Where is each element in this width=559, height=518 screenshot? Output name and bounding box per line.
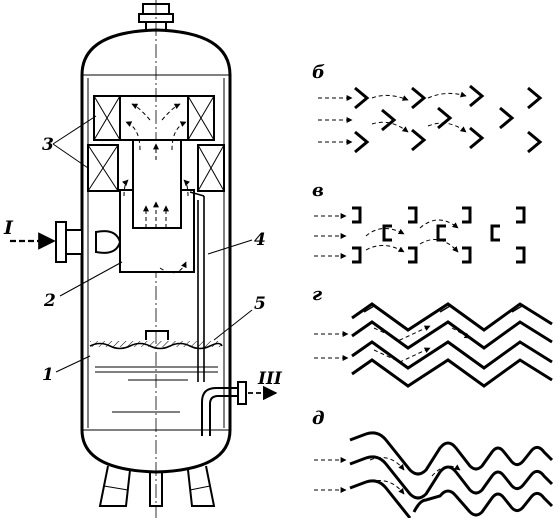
mesh-pack-upper-left — [93, 95, 121, 141]
label-part2: 2 — [43, 291, 56, 311]
label-part1: 1 — [42, 365, 54, 385]
leader-lines — [52, 115, 253, 373]
label-outlet: III — [257, 369, 283, 389]
inlet-nozzle — [55, 221, 122, 263]
variant-v-label: в — [312, 180, 324, 201]
variant-v-brackets: в — [312, 180, 526, 264]
label-part5: 5 — [254, 294, 266, 314]
mesh-pack-upper-right — [187, 95, 215, 141]
variant-b-label: б — [312, 62, 325, 83]
mesh-pack-lower-left — [87, 144, 119, 192]
label-part4: 4 — [254, 230, 266, 250]
label-inlet: I — [3, 217, 14, 239]
vessel-inner-wall — [87, 78, 225, 428]
variant-b-chevrons: б — [312, 62, 543, 154]
liquid-surface — [89, 330, 223, 413]
variant-g-label: г — [312, 284, 322, 305]
variant-d-label: д — [312, 408, 325, 429]
drain-pipe — [189, 191, 205, 382]
internal-flow-arrows — [122, 103, 190, 274]
support-legs — [98, 465, 216, 507]
outlet-pipe — [201, 381, 247, 436]
mesh-pack-lower-right — [197, 144, 225, 192]
variant-g-zigzag: г — [312, 284, 553, 388]
inlet-chamber — [119, 139, 195, 273]
label-part3: 3 — [42, 135, 54, 155]
upper-pack-frame — [119, 95, 189, 141]
vessel — [55, 0, 247, 518]
variant-d-waves: д — [312, 408, 554, 518]
